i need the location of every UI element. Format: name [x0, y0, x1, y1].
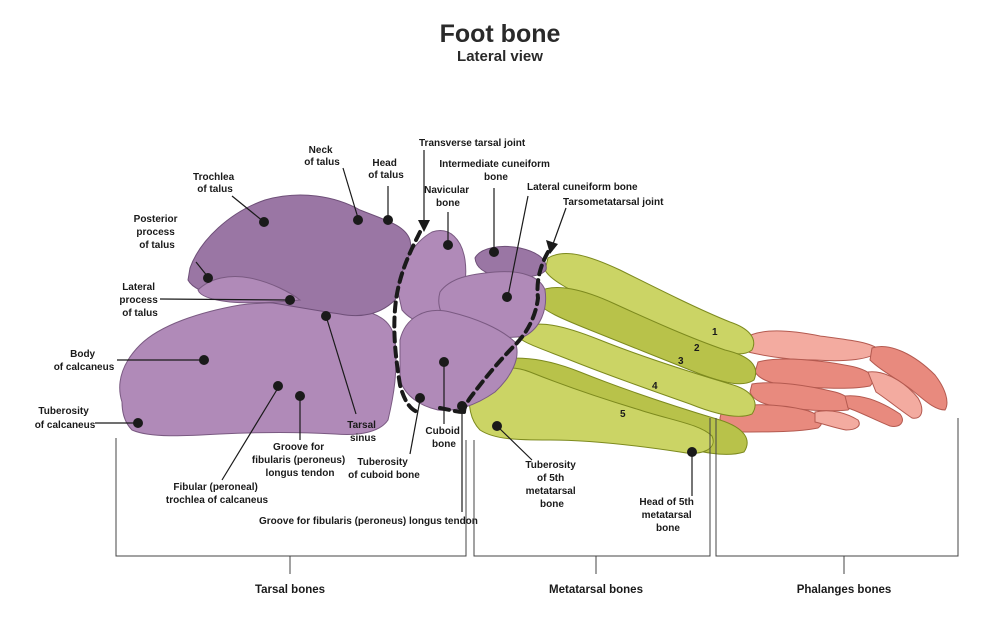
label-lateral-cuneiform: Lateral cuneiform bone	[527, 182, 638, 193]
metatarsal-number-2: 2	[694, 343, 700, 354]
label-intermediate-cuneiform: Intermediate cuneiform bone	[439, 159, 552, 183]
label-trochlea: Trochlea of talus	[193, 172, 237, 195]
tarsometatarsal-joint-line	[462, 250, 550, 414]
label-neck-of-talus: Neck of talus	[304, 145, 340, 168]
bracket-phalanges	[715, 418, 959, 574]
group-label-tarsal: Tarsal bones	[255, 584, 325, 596]
metatarsal-number-4: 4	[652, 381, 658, 392]
label-cuboid-bone: Cuboid bone	[425, 426, 462, 450]
label-lateral-process: Lateral process of talus	[119, 282, 160, 319]
label-navicular-bone: Navicular bone	[424, 185, 472, 209]
label-head-5th-metatarsal: Head of 5th metatarsal bone	[639, 497, 696, 534]
bracket-metatarsal	[473, 418, 711, 574]
metatarsal-number-1: 1	[712, 327, 718, 338]
metatarsal-bones	[468, 253, 757, 455]
label-fibular-trochlea: Fibular (peroneal) trochlea of calcaneus	[166, 482, 269, 506]
label-tuberosity-of-calcaneus: Tuberosity of calcaneus	[35, 406, 96, 431]
label-tarsal-sinus: Tarsal sinus	[347, 420, 379, 444]
diagram-subtitle: Lateral view	[457, 48, 543, 65]
calcaneocuboid-joint-line	[438, 406, 464, 414]
label-groove-cuboid: Groove for fibularis (peroneus) longus t…	[259, 516, 478, 527]
label-head-of-talus: Head of talus	[368, 158, 404, 181]
metatarsal-number-5: 5	[620, 409, 626, 420]
label-groove-calcaneus: Groove for fibularis (peroneus) longus t…	[252, 442, 348, 479]
label-posterior-process: Posterior process of talus	[134, 214, 181, 251]
label-body-of-calcaneus: Body of calcaneus	[54, 349, 115, 373]
label-tarsometatarsal-joint: Tarsometatarsal joint	[563, 197, 664, 208]
group-label-phalanges: Phalanges bones	[797, 584, 892, 596]
tarsal-bones	[119, 194, 547, 437]
phalanges-bones	[719, 330, 948, 433]
label-tuberosity-of-cuboid: Tuberosity of cuboid bone	[348, 457, 420, 481]
diagram-title: Foot bone	[439, 20, 561, 48]
label-tuberosity-5th-metatarsal: Tuberosity of 5th metatarsal bone	[525, 460, 578, 510]
group-label-metatarsal: Metatarsal bones	[549, 584, 643, 596]
label-transverse-tarsal-joint: Transverse tarsal joint	[419, 138, 526, 149]
bracket-tarsal	[115, 438, 467, 574]
transverse-tarsal-joint-line	[392, 230, 422, 414]
leader-lines	[95, 150, 697, 512]
metatarsal-number-3: 3	[678, 356, 684, 367]
